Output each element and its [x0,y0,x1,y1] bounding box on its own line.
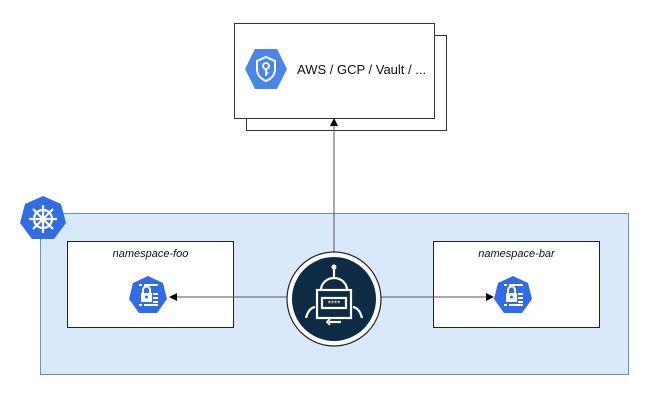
kubernetes-secret-icon [494,276,532,313]
namespace-foo-label: namespace-foo [112,248,189,260]
secret-manager-icon [245,49,287,89]
kubernetes-secret-icon [129,276,167,313]
secret-mask-text: **** [328,300,340,309]
provider-label: AWS / GCP / Vault / ... [297,62,427,77]
kubernetes-icon [20,196,66,239]
namespace-bar-label: namespace-bar [478,248,555,260]
secret-operator-robot-icon[interactable]: **** [285,250,383,348]
